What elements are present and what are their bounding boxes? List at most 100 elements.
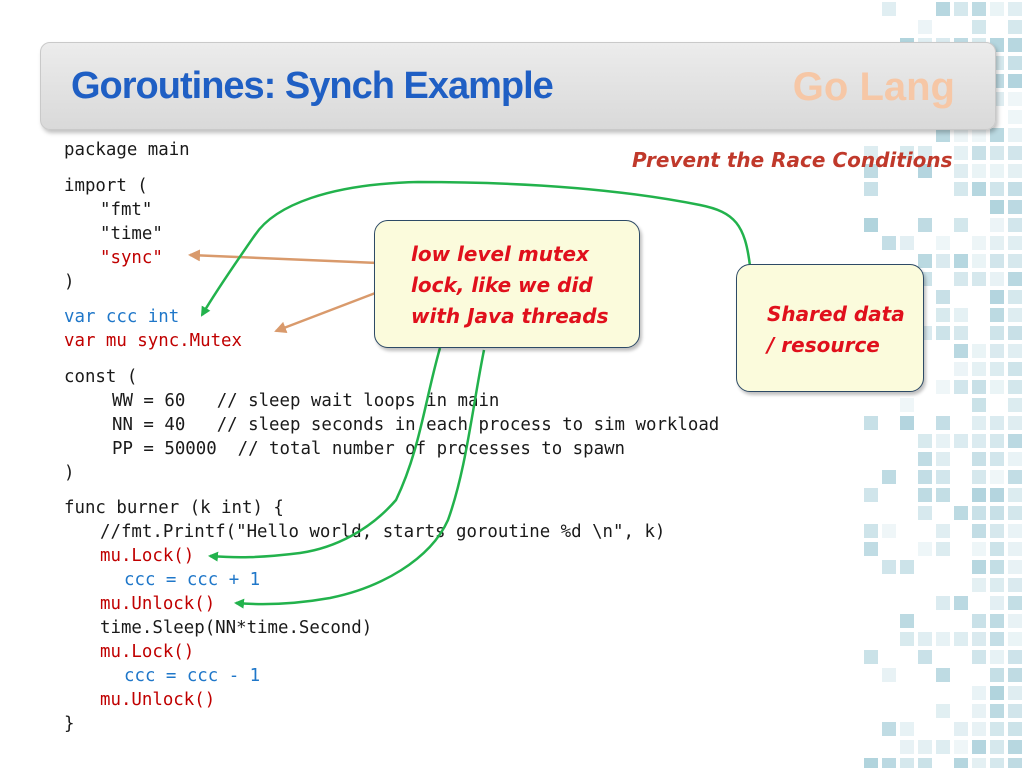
decor-tile bbox=[990, 488, 1004, 502]
decor-tile bbox=[1008, 272, 1022, 286]
slide-title: Goroutines: Synch Example bbox=[71, 65, 554, 107]
decor-tile bbox=[864, 488, 878, 502]
decor-tile bbox=[954, 758, 968, 768]
decor-tile bbox=[972, 362, 986, 376]
decor-tile bbox=[954, 596, 968, 610]
decor-tile bbox=[1008, 596, 1022, 610]
decor-tile bbox=[1008, 326, 1022, 340]
decor-tile bbox=[954, 182, 968, 196]
decor-tile bbox=[954, 740, 968, 754]
code-line-var-ccc: var ccc int bbox=[64, 307, 180, 327]
decor-tile bbox=[900, 416, 914, 430]
decor-tile bbox=[990, 236, 1004, 250]
decor-tile bbox=[954, 506, 968, 520]
code-line-var-mu: var mu sync.Mutex bbox=[64, 331, 242, 351]
code-line-import-sync: "sync" bbox=[100, 248, 163, 268]
decor-tile bbox=[864, 524, 878, 538]
decor-tile bbox=[900, 758, 914, 768]
decor-tile bbox=[990, 146, 1004, 160]
decor-tile bbox=[864, 416, 878, 430]
decor-tile bbox=[1008, 560, 1022, 574]
decor-tile bbox=[864, 218, 878, 232]
decor-tile bbox=[1008, 506, 1022, 520]
decor-tile bbox=[864, 146, 878, 160]
decor-tile bbox=[936, 254, 950, 268]
decor-tile bbox=[1008, 434, 1022, 448]
decor-tile bbox=[954, 218, 968, 232]
decor-tile bbox=[990, 182, 1004, 196]
decor-tile bbox=[864, 182, 878, 196]
code-line-import-close: ) bbox=[64, 272, 75, 292]
decor-tile bbox=[900, 614, 914, 628]
decor-tile bbox=[936, 470, 950, 484]
decor-tile bbox=[990, 434, 1004, 448]
decor-tile bbox=[918, 434, 932, 448]
decor-tile bbox=[918, 542, 932, 556]
code-line-package: package main bbox=[64, 140, 190, 160]
decor-tile bbox=[990, 578, 1004, 592]
code-line-import-time: "time" bbox=[100, 224, 163, 244]
callout-shared-data: Shared data / resource bbox=[736, 264, 924, 392]
decor-tile bbox=[1008, 56, 1022, 70]
decor-tile bbox=[1008, 308, 1022, 322]
decor-tile bbox=[1008, 290, 1022, 304]
decor-tile bbox=[1008, 344, 1022, 358]
callout-mutex-line-2: lock, like we did bbox=[411, 273, 593, 297]
decor-tile bbox=[864, 758, 878, 768]
decor-tile bbox=[972, 650, 986, 664]
decor-tile bbox=[990, 596, 1004, 610]
decor-tile bbox=[1008, 416, 1022, 430]
code-line-const-ww: WW = 60 // sleep wait loops in main bbox=[112, 391, 500, 411]
decor-tile bbox=[990, 200, 1004, 214]
decor-tile bbox=[1008, 470, 1022, 484]
decor-tile bbox=[954, 272, 968, 286]
decor-tile bbox=[918, 488, 932, 502]
decor-tile bbox=[972, 272, 986, 286]
decor-tile bbox=[1008, 650, 1022, 664]
decor-tile bbox=[990, 668, 1004, 682]
decor-tile bbox=[918, 164, 932, 178]
decor-tile bbox=[1008, 362, 1022, 376]
decor-tile bbox=[936, 704, 950, 718]
decor-tile bbox=[1008, 524, 1022, 538]
decor-tile bbox=[882, 560, 896, 574]
decor-tile bbox=[882, 236, 896, 250]
decor-tile bbox=[1008, 200, 1022, 214]
decor-tile bbox=[1008, 128, 1022, 142]
code-line-func-comment: //fmt.Printf("Hello world, starts gorout… bbox=[100, 522, 666, 542]
callout-mutex-lock: low level mutex lock, like we did with J… bbox=[374, 220, 640, 348]
decor-tile bbox=[936, 128, 950, 142]
decor-tile bbox=[972, 524, 986, 538]
decor-tile bbox=[936, 542, 950, 556]
decor-tile bbox=[900, 560, 914, 574]
decor-tile bbox=[1008, 236, 1022, 250]
decor-tile bbox=[900, 632, 914, 646]
decor-tile bbox=[954, 308, 968, 322]
decor-tile bbox=[936, 416, 950, 430]
decor-tile bbox=[972, 560, 986, 574]
decor-tile bbox=[990, 164, 1004, 178]
decor-tile bbox=[936, 290, 950, 304]
code-line-func-signature: func burner (k int) { bbox=[64, 498, 284, 518]
callout-mutex-line-1: low level mutex bbox=[411, 242, 589, 266]
decor-tile bbox=[1008, 686, 1022, 700]
decor-tile bbox=[864, 650, 878, 664]
decor-tile bbox=[936, 380, 950, 394]
decor-tile bbox=[900, 236, 914, 250]
decor-tile bbox=[972, 578, 986, 592]
code-line-sleep: time.Sleep(NN*time.Second) bbox=[100, 618, 373, 638]
decor-tile bbox=[1008, 758, 1022, 768]
decor-tile bbox=[954, 2, 968, 16]
decor-tile bbox=[1008, 704, 1022, 718]
decor-tile bbox=[918, 452, 932, 466]
decor-tile bbox=[972, 146, 986, 160]
decor-tile bbox=[918, 506, 932, 520]
decor-tile bbox=[972, 722, 986, 736]
decor-tile bbox=[936, 632, 950, 646]
decor-tile bbox=[936, 740, 950, 754]
callout-shared-line-2: / resource bbox=[767, 333, 880, 357]
decor-tile bbox=[936, 596, 950, 610]
decor-tile bbox=[972, 254, 986, 268]
decor-tile bbox=[918, 650, 932, 664]
code-line-import-fmt: "fmt" bbox=[100, 200, 153, 220]
